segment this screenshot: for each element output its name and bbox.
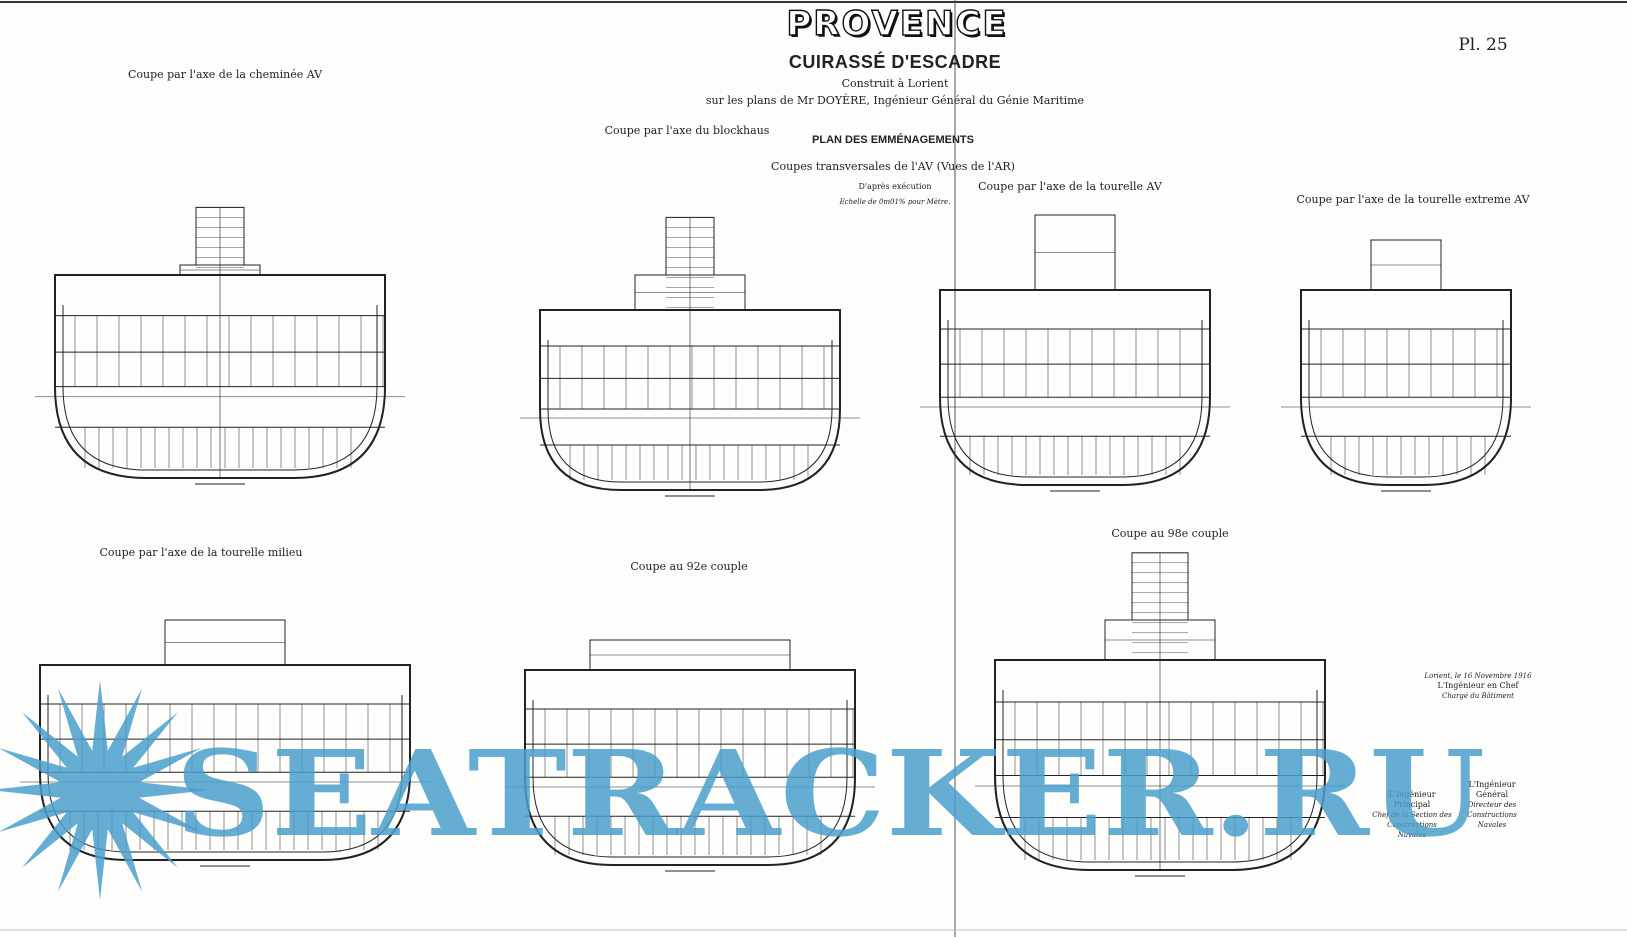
section-funnel xyxy=(35,206,405,485)
chef-title: L'Ingénieur en Chef xyxy=(1437,681,1519,690)
section-caption: Coupe au 98e couple xyxy=(1111,527,1229,540)
plan-title: PLAN DES EMMÉNAGEMENTS xyxy=(812,134,974,146)
general-role: Directeur des Constructions Navales xyxy=(1467,801,1517,829)
section-caption: Coupe par l'axe de la tourelle AV xyxy=(978,180,1162,193)
general-title: L'Ingénieur Général xyxy=(1468,780,1516,799)
plate-number: Pl. 25 xyxy=(1458,35,1508,55)
section-frame-98 xyxy=(975,552,1345,877)
chef-role: Chargé du Bâtiment xyxy=(1442,692,1514,700)
built-note: Construit à Lorient xyxy=(841,77,949,90)
section-caption: Coupe par l'axe du blockhaus xyxy=(604,124,770,137)
section-frame-92 xyxy=(505,639,875,872)
section-extreme-forward-turret xyxy=(1281,239,1531,492)
designer-note: sur les plans de Mr DOYÈRE, Ingénieur Gé… xyxy=(705,94,1085,107)
sections-subtitle: Coupes transversales de l'AV (Vues de l'… xyxy=(771,160,1015,173)
section-midship-turret xyxy=(20,619,430,867)
section-caption: Coupe par l'axe de la tourelle extreme A… xyxy=(1296,193,1530,206)
signature-block-chef: Lorient, le 16 Novembre 1916 L'Ingénieur… xyxy=(1424,671,1531,701)
ship-name-title: PROVENCE xyxy=(786,3,1008,44)
principal-title: L'Ingénieur Principal xyxy=(1388,790,1436,809)
scale-note: Echelle de 0m01% pour Mètre. xyxy=(839,198,951,206)
signature-block-general: L'Ingénieur Général Directeur des Constr… xyxy=(1452,780,1532,830)
section-caption: Coupe au 92e couple xyxy=(630,560,748,573)
section-caption: Coupe par l'axe de la tourelle milieu xyxy=(99,546,303,559)
execution-note: D'après exécution xyxy=(858,182,932,191)
ship-type-subtitle: CUIRASSÉ D'ESCADRE xyxy=(788,52,1002,72)
signature-block-principal: L'Ingénieur Principal Chef de la Section… xyxy=(1372,790,1452,840)
principal-role: Chef de la Section des Constructions Nav… xyxy=(1372,811,1452,839)
section-caption: Coupe par l'axe de la cheminée AV xyxy=(127,68,323,81)
section-forward-turret xyxy=(920,214,1230,492)
section-blockhaus xyxy=(520,216,860,497)
place-date: Lorient, le 16 Novembre 1916 xyxy=(1424,672,1532,680)
